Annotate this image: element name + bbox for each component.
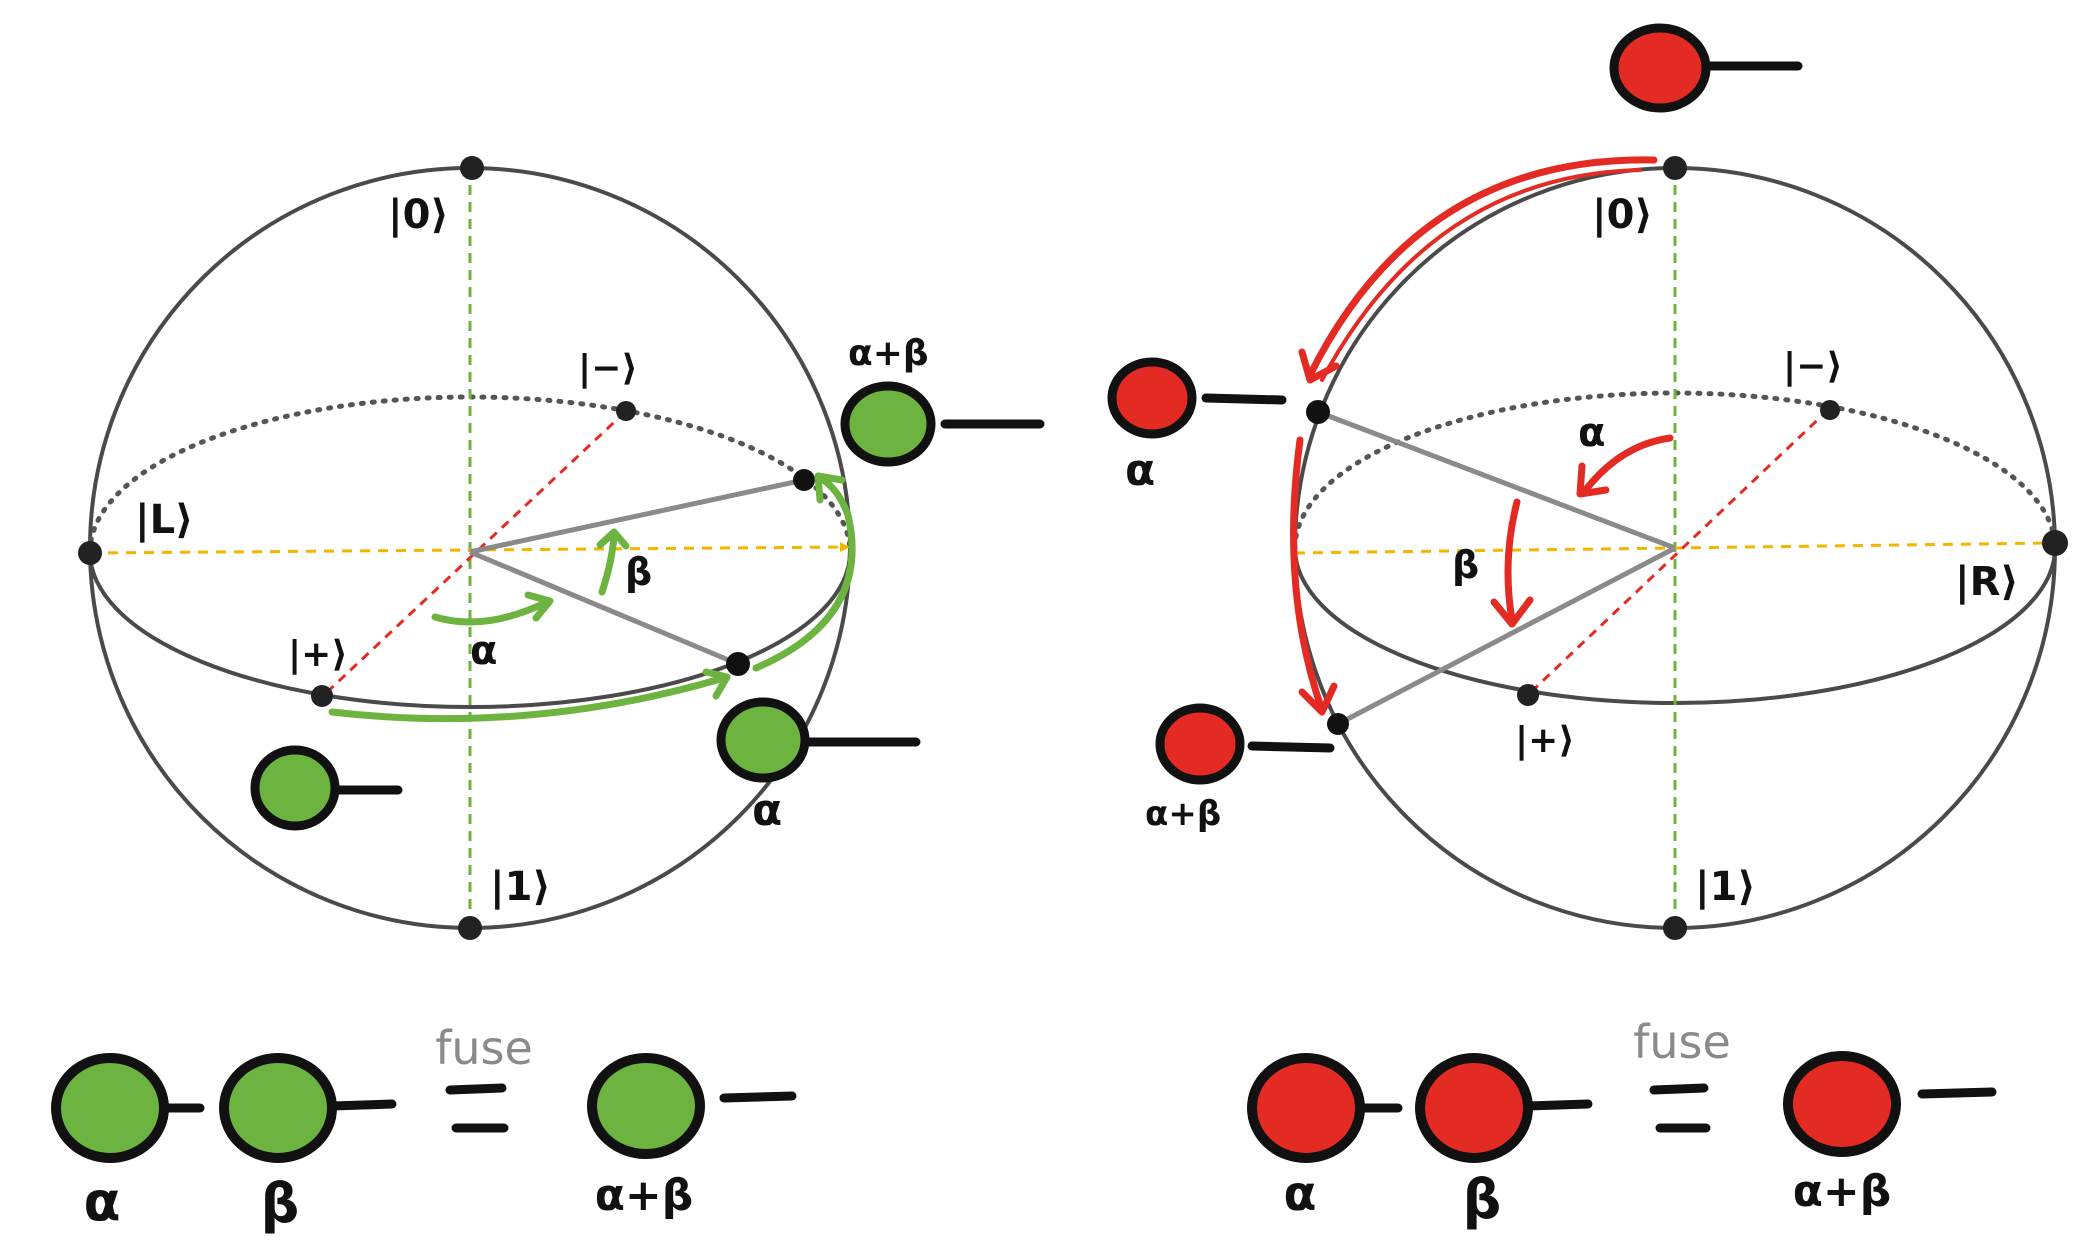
left-arrow-path-plus-to-alpha xyxy=(328,674,728,723)
left-label-alpha-angle: α xyxy=(470,628,497,674)
right-equator-back xyxy=(1292,390,2058,551)
right-arrowhead-beta-rotation xyxy=(1490,596,1534,628)
right-label-alpha-angle: α xyxy=(1578,410,1605,456)
right-spider-alpha xyxy=(1107,357,1287,439)
left-arrowhead-alpha-to-sum xyxy=(814,472,846,504)
right-dot-one xyxy=(1663,916,1687,940)
red-fusion-label-beta: β xyxy=(1463,1168,1502,1231)
right-dot-R xyxy=(2042,530,2068,556)
left-vector-alpha xyxy=(469,549,739,667)
green-fusion-label-alpha: α xyxy=(83,1170,120,1233)
right-arrow-alpha-rotation xyxy=(1580,434,1674,496)
left-arrowhead-plus-to-alpha xyxy=(702,668,731,700)
red-fusion-spider-sum xyxy=(1783,1051,1901,1157)
right-dot-minus xyxy=(1820,400,1840,420)
right-arrow-beta-rotation xyxy=(1504,498,1521,624)
right-arrowhead-alpha-to-sum xyxy=(1298,682,1338,716)
green-fusion-spider-sum xyxy=(587,1053,705,1159)
left-arrow-alpha-rotation xyxy=(431,598,551,626)
left-vector-sum xyxy=(469,477,805,555)
right-spider-sum xyxy=(1155,703,1335,785)
right-vector-alpha xyxy=(1317,409,1676,551)
right-spider-alpha-label: α xyxy=(1125,445,1155,496)
green-fusion-label-beta: β xyxy=(261,1172,300,1235)
red-fusion-spider-alpha xyxy=(1247,1053,1365,1163)
left-arrow-path-alpha-to-sum xyxy=(752,474,856,672)
right-arrow-path-alpha-to-sum xyxy=(1290,436,1326,714)
right-label-beta-angle: β xyxy=(1452,543,1479,587)
left-label-ket-one: |1⟩ xyxy=(490,864,551,911)
right-spider-zero xyxy=(1609,23,1803,113)
left-label-ket-plus: |+⟩ xyxy=(288,634,348,675)
red-fusion-label-sum: α+β xyxy=(1793,1166,1892,1217)
right-dot-alpha xyxy=(1306,400,1330,424)
left-arrow-beta-rotation xyxy=(598,532,618,596)
left-bloch-sphere: |0⟩ |1⟩ |L⟩ |−⟩ |+⟩ α β α α+β xyxy=(78,156,1045,940)
green-fusion-spider-alpha xyxy=(51,1053,169,1163)
left-dot-sum xyxy=(793,469,815,491)
green-fusion-label-sum: α+β xyxy=(595,1170,694,1221)
red-fuse-label: fuse xyxy=(1633,1015,1731,1069)
right-bloch-sphere: |0⟩ |1⟩ |R⟩ |−⟩ |+⟩ α β α α+β xyxy=(1107,23,2068,940)
left-label-beta-angle: β xyxy=(625,550,652,594)
right-dot-sum xyxy=(1327,713,1349,735)
right-arrowhead-zero-to-alpha xyxy=(1298,348,1340,384)
right-label-ket-R: |R⟩ xyxy=(1955,559,2019,606)
left-label-ket-L: |L⟩ xyxy=(135,497,193,544)
left-dot-one xyxy=(458,916,482,940)
right-label-ket-plus: |+⟩ xyxy=(1515,720,1575,761)
right-label-ket-one: |1⟩ xyxy=(1695,864,1756,911)
left-label-ket-minus: |−⟩ xyxy=(578,348,638,389)
right-x-axis xyxy=(1528,408,1830,695)
left-dot-plus xyxy=(311,685,333,707)
right-arrowhead-alpha-rotation xyxy=(1576,462,1610,498)
left-arrowhead-alpha-rotation xyxy=(524,591,554,622)
left-x-axis xyxy=(322,410,627,697)
left-label-ket-zero: |0⟩ xyxy=(388,192,449,239)
right-label-ket-zero: |0⟩ xyxy=(1592,192,1653,239)
left-y-axis xyxy=(89,542,850,555)
right-vector-sum xyxy=(1336,545,1677,727)
right-dot-plus xyxy=(1517,684,1539,706)
left-dot-alpha xyxy=(726,652,750,676)
left-arrowhead-beta-rotation xyxy=(596,528,630,550)
red-fusion-spider-beta xyxy=(1415,1053,1533,1163)
right-arrow-path-zero-to-alpha-inner xyxy=(1320,168,1642,382)
red-fusion-label-alpha: α xyxy=(1284,1166,1317,1222)
left-spider-sum xyxy=(840,381,1045,467)
green-fuse-label: fuse xyxy=(435,1021,533,1075)
right-spider-sum-label: α+β xyxy=(1145,794,1221,834)
left-dot-zero xyxy=(460,156,484,180)
left-dot-minus xyxy=(616,401,636,421)
green-equals-top xyxy=(445,1083,507,1095)
green-fusion-spider-beta xyxy=(219,1053,337,1163)
red-equals-top xyxy=(1649,1083,1709,1095)
left-spider-alpha-label: α xyxy=(752,785,782,836)
left-spider-sum-label: α+β xyxy=(848,333,929,374)
left-equator-front xyxy=(88,551,852,709)
right-dot-zero xyxy=(1663,156,1687,180)
right-arrow-path-zero-to-alpha xyxy=(1306,156,1658,379)
left-spider-alpha xyxy=(716,697,921,783)
left-spider-plus xyxy=(250,745,403,831)
red-fusion-equation: fuse α β α+β xyxy=(1247,1015,1997,1231)
green-fusion-equation: fuse α β α+β xyxy=(51,1021,797,1235)
left-dot-L xyxy=(78,541,102,565)
right-label-ket-minus: |−⟩ xyxy=(1783,346,1843,387)
